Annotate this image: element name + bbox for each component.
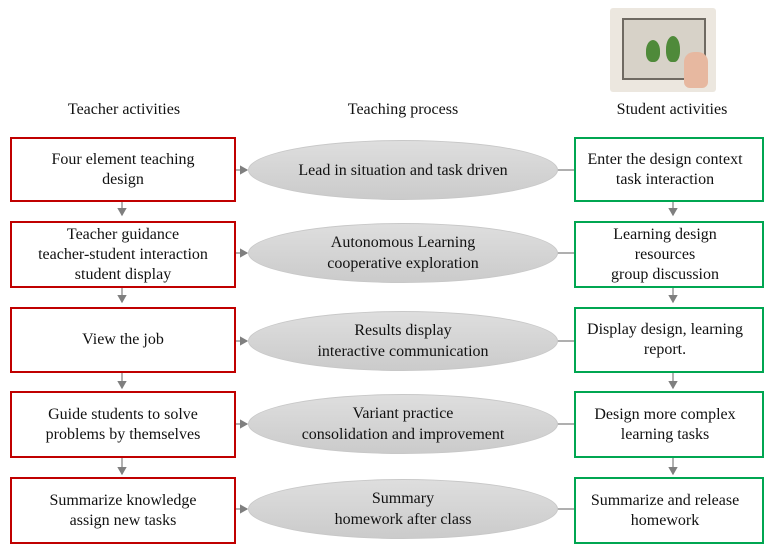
process-ellipse-1: Lead in situation and task driven	[248, 140, 558, 200]
student-box-1: Enter the design context task interactio…	[574, 137, 764, 202]
teacher-box-2: Teacher guidance teacher-student interac…	[10, 221, 236, 288]
student-text-2: Learning design resources group discussi…	[611, 225, 719, 283]
tablet-touch-photo-icon	[610, 8, 716, 92]
process-ellipse-5: Summary homework after class	[248, 479, 558, 539]
teacher-box-5: Summarize knowledge assign new tasks	[10, 477, 236, 544]
student-text-3: Display design, learning report.	[587, 321, 743, 358]
teacher-box-1: Four element teaching design	[10, 137, 236, 202]
student-box-5: Summarize and release homework	[574, 477, 764, 544]
teacher-box-4: Guide students to solve problems by them…	[10, 391, 236, 458]
tree-shape	[646, 40, 660, 62]
hand-shape	[684, 52, 708, 88]
process-ellipse-4: Variant practice consolidation and impro…	[248, 394, 558, 454]
header-student-activities: Student activities	[616, 101, 728, 118]
student-box-4: Design more complex learning tasks	[574, 391, 764, 458]
tablet-screen	[622, 18, 706, 80]
header-teaching-process: Teaching process	[347, 101, 459, 118]
student-text-4: Design more complex learning tasks	[594, 405, 736, 443]
process-ellipse-2: Autonomous Learning cooperative explorat…	[248, 223, 558, 283]
tree-shape	[666, 36, 680, 62]
student-box-3: Display design, learning report.	[574, 307, 764, 373]
student-text-5: Summarize and release homework	[590, 491, 740, 529]
header-teacher-activities: Teacher activities	[67, 101, 181, 118]
student-box-2: Learning design resources group discussi…	[574, 221, 764, 288]
student-text-1: Enter the design context task interactio…	[587, 150, 743, 188]
process-ellipse-3: Results display interactive communicatio…	[248, 311, 558, 371]
teacher-box-3: View the job	[10, 307, 236, 373]
